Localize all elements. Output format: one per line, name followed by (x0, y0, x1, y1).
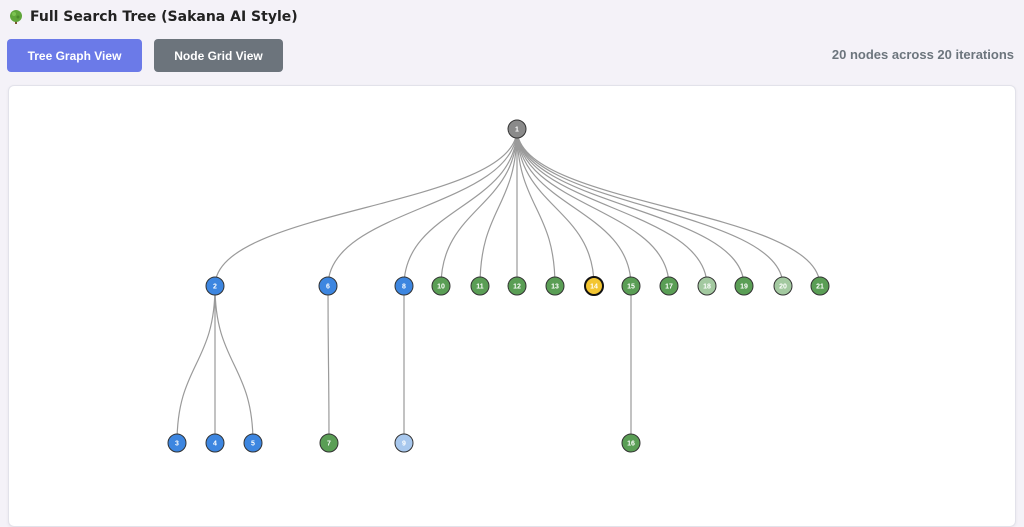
tree-icon (8, 9, 24, 25)
tree-node-label: 9 (402, 441, 406, 448)
tree-node-label: 16 (627, 441, 635, 448)
tree-graph-view-button[interactable]: Tree Graph View (7, 39, 142, 72)
page-title: Full Search Tree (Sakana AI Style) (30, 9, 298, 25)
tree-node-label: 7 (327, 441, 331, 448)
tree-node-label: 14 (590, 284, 598, 291)
tree-edge-1-21 (516, 128, 821, 287)
tree-node-12[interactable]: 12 (507, 276, 527, 296)
node-count-summary: 20 nodes across 20 iterations (831, 47, 1014, 62)
tree-node-20[interactable]: 20 (773, 276, 793, 296)
tree-node-18[interactable]: 18 (697, 276, 717, 296)
tree-edge-6-7 (327, 285, 330, 444)
tree-node-3[interactable]: 3 (167, 433, 187, 453)
tree-node-label: 11 (476, 284, 484, 291)
tree-node-21[interactable]: 21 (810, 276, 830, 296)
tree-node-circle (584, 276, 604, 296)
tree-node-circle (205, 433, 225, 453)
tree-node-label: 19 (740, 284, 748, 291)
tree-node-circle (697, 276, 717, 296)
tree-node-circle (394, 276, 414, 296)
tree-edge-1-6 (327, 128, 518, 287)
tree-node-label: 12 (513, 284, 521, 291)
tree-node-9[interactable]: 9 (394, 433, 414, 453)
tree-edge-1-18 (516, 128, 708, 287)
tree-edge-1-11 (479, 128, 518, 287)
tree-node-circle (319, 433, 339, 453)
tree-node-6[interactable]: 6 (318, 276, 338, 296)
tree-node-label: 10 (437, 284, 445, 291)
tree-node-label: 6 (326, 284, 330, 291)
tree-node-1[interactable]: 1 (507, 119, 527, 139)
tree-node-4[interactable]: 4 (205, 433, 225, 453)
node-grid-view-button[interactable]: Node Grid View (154, 39, 283, 72)
tree-edge-1-17 (516, 128, 670, 287)
tree-node-label: 13 (551, 284, 559, 291)
tree-node-label: 21 (816, 284, 824, 291)
tree-edge-1-20 (516, 128, 784, 287)
tree-node-circle (167, 433, 187, 453)
tree-node-label: 17 (665, 284, 673, 291)
tree-node-11[interactable]: 11 (470, 276, 490, 296)
tree-edge-1-14 (516, 128, 595, 287)
tree-node-circle (507, 119, 527, 139)
tree-edge-1-10 (440, 128, 518, 287)
tree-edge-2-5 (214, 285, 254, 444)
tree-node-2[interactable]: 2 (205, 276, 225, 296)
tree-node-15[interactable]: 15 (621, 276, 641, 296)
page-header: Full Search Tree (Sakana AI Style) (8, 6, 298, 28)
tree-edge-1-19 (516, 128, 745, 287)
tree-edge-1-15 (516, 128, 632, 287)
tree-node-label: 1 (515, 127, 519, 134)
tree-node-circle (659, 276, 679, 296)
tree-node-circle (394, 433, 414, 453)
tree-edge-1-2 (214, 128, 518, 287)
tree-node-16[interactable]: 16 (621, 433, 641, 453)
tree-node-14[interactable]: 14 (584, 276, 604, 296)
tree-edges (176, 128, 821, 444)
tree-node-circle (507, 276, 527, 296)
tree-node-label: 3 (175, 441, 179, 448)
tree-node-label: 5 (251, 441, 255, 448)
tree-node-circle (773, 276, 793, 296)
tree-node-5[interactable]: 5 (243, 433, 263, 453)
tree-node-circle (318, 276, 338, 296)
tree-node-circle (205, 276, 225, 296)
tree-node-label: 15 (627, 284, 635, 291)
tree-node-circle (810, 276, 830, 296)
tree-node-label: 20 (779, 284, 787, 291)
tree-node-10[interactable]: 10 (431, 276, 451, 296)
tree-node-circle (734, 276, 754, 296)
tree-node-circle (621, 433, 641, 453)
tree-node-label: 4 (213, 441, 217, 448)
tree-node-8[interactable]: 8 (394, 276, 414, 296)
tree-node-label: 8 (402, 284, 406, 291)
tree-edge-1-13 (516, 128, 556, 287)
tree-node-17[interactable]: 17 (659, 276, 679, 296)
tree-node-circle (621, 276, 641, 296)
tree-node-circle (431, 276, 451, 296)
tree-node-7[interactable]: 7 (319, 433, 339, 453)
tree-edge-1-8 (403, 128, 518, 287)
tree-node-label: 2 (213, 284, 217, 291)
tree-node-circle (470, 276, 490, 296)
tree-node-circle (545, 276, 565, 296)
tree-node-circle (243, 433, 263, 453)
tree-edge-2-3 (176, 285, 216, 444)
tree-node-19[interactable]: 19 (734, 276, 754, 296)
tree-node-label: 18 (703, 284, 711, 291)
tree-node-13[interactable]: 13 (545, 276, 565, 296)
